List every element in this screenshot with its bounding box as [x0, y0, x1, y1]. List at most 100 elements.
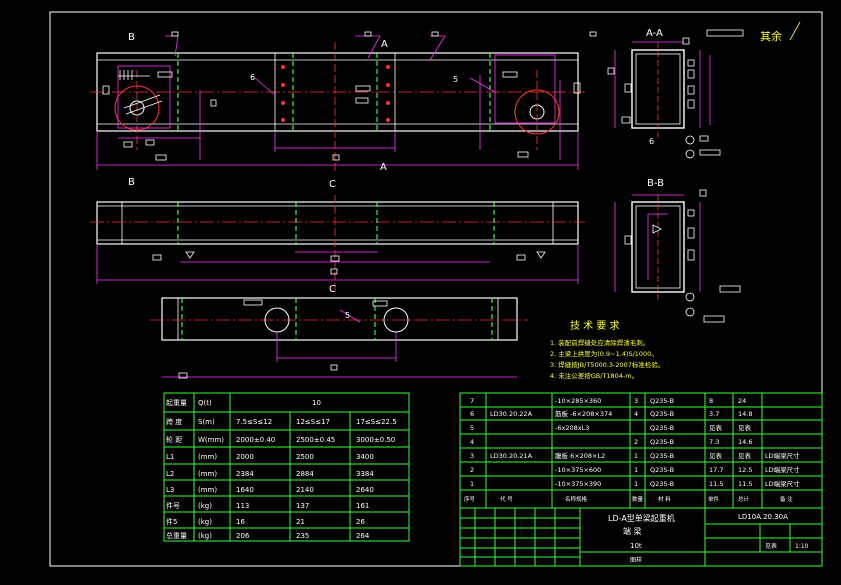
- bom-header-cell: 名称规格: [565, 495, 588, 503]
- bom-cell: 7.3: [709, 438, 719, 446]
- param-cell: (kg): [198, 502, 212, 510]
- param-cell: L2: [166, 470, 174, 478]
- param-cell: 件5: [166, 517, 177, 526]
- param-cell: S(m): [198, 418, 215, 426]
- param-cell: 16: [236, 518, 245, 526]
- bom-header-cell: 单件: [708, 495, 720, 503]
- section-title-b-b: B-B: [647, 178, 664, 189]
- param-cell: 3384: [356, 470, 374, 478]
- bom-cell: LD30.20.22A: [490, 410, 533, 418]
- param-cell: 2000±0.40: [236, 436, 275, 444]
- bom-cell: Q235-B: [650, 397, 674, 405]
- bom-cell: 11.5: [709, 480, 723, 488]
- bom-cell: 4: [634, 410, 638, 418]
- callout-5-a: 5: [453, 75, 458, 84]
- bom-cell: 3: [634, 397, 638, 405]
- param-cell: (kg): [198, 532, 212, 540]
- bom-cell: 14.8: [738, 410, 752, 418]
- technical-requirements: 技 术 要 求 1. 装配前焊缝处应清除焊渣毛刺。 2. 主梁上拱度为(0.9~…: [550, 319, 664, 380]
- param-cell: 21: [296, 518, 305, 526]
- title-name-3: 10t: [630, 542, 642, 550]
- param-cell: 26: [356, 518, 365, 526]
- section-a-a: A-A 6 其余: [607, 21, 801, 159]
- bom-cell: 见表: [709, 423, 723, 432]
- param-cell: 161: [356, 502, 369, 510]
- param-header-1: Q(t): [198, 399, 212, 407]
- bom-cell: 1: [470, 480, 474, 488]
- callout-5-b: 5: [345, 311, 350, 320]
- tech-title: 技 术 要 求: [570, 319, 620, 332]
- bom-cell: 3: [470, 452, 474, 460]
- bom-cell: -10×285×360: [555, 397, 601, 405]
- section-b-b: B-B: [614, 178, 741, 323]
- company-cell: 图样: [630, 556, 642, 564]
- bom-cell: Q235-B: [650, 438, 674, 446]
- bom-cell: 17.7: [709, 466, 723, 474]
- param-cell: 件号: [166, 501, 180, 510]
- section-mark-a-top: A: [381, 39, 388, 50]
- param-cell: 264: [356, 532, 370, 540]
- bom-cell: 4: [470, 438, 474, 446]
- bom-cell: 3.7: [709, 410, 719, 418]
- param-cell: 7.5≤S≤12: [236, 418, 272, 426]
- bom-cell: LD30.20.21A: [490, 452, 533, 460]
- param-cell: W(mm): [198, 436, 224, 444]
- param-cell: 235: [296, 532, 309, 540]
- bom-header-cell: 序号: [464, 495, 476, 503]
- param-cell: 137: [296, 502, 309, 510]
- tech-line-3: 3. 焊缝按JB/T5000.3-2007标准检验。: [550, 360, 664, 369]
- param-cell: (mm): [198, 486, 217, 494]
- section-mark-a-bottom: A: [380, 162, 387, 173]
- section-mark-c: C: [329, 179, 336, 190]
- tech-line-2: 2. 主梁上拱度为(0.9~1.4)S/1000。: [550, 349, 658, 358]
- bom-cell: 14.6: [738, 438, 752, 446]
- bom-cell: 6: [470, 410, 474, 418]
- callout-6-b: 6: [649, 137, 654, 146]
- bom-cell: 1: [634, 480, 638, 488]
- tech-line-1: 1. 装配前焊缝处应清除焊渣毛刺。: [550, 338, 649, 347]
- bom-cell: 腹板 6×208×L2: [555, 451, 605, 460]
- param-cell: 2500: [296, 453, 314, 461]
- bom-cell: 5: [470, 424, 474, 432]
- drawing-frame: [49, 11, 823, 567]
- bom-header-cell: 材 料: [658, 495, 671, 503]
- bom-cell: -6x208xL3: [555, 424, 589, 432]
- bom-cell: Q235-B: [650, 466, 674, 474]
- bom-cell: Q235-B: [650, 480, 674, 488]
- bom-cell: Q235-B: [650, 410, 674, 418]
- bom-cell: LD端梁尺寸: [765, 465, 800, 474]
- weight-cell: 见表: [765, 542, 777, 550]
- param-cell: L1: [166, 453, 174, 461]
- bottom-view: 5: [150, 297, 528, 379]
- param-cell: 2140: [296, 486, 314, 494]
- bom-cell: Q235-B: [650, 424, 674, 432]
- bom-cell: -10×375×600: [555, 466, 601, 474]
- bom-cell: 见表: [738, 451, 752, 460]
- bom-cell: LD端梁尺寸: [765, 451, 800, 460]
- param-cell: 12≤S≤17: [296, 418, 330, 426]
- bom-cell: -10×375×390: [555, 480, 601, 488]
- param-cell: 113: [236, 502, 249, 510]
- param-cell: 跨 度: [166, 417, 182, 426]
- title-name-1: LD-A型单梁起重机: [608, 513, 675, 523]
- title-name-2: 端 梁: [623, 526, 642, 536]
- front-view: B A 6 5 A C B: [90, 31, 597, 190]
- param-cell: (mm): [198, 453, 217, 461]
- tech-line-4: 4. 未注公差按GB/T1804-m。: [550, 371, 638, 380]
- param-header-2: 10: [312, 399, 321, 407]
- section-mark-b-top: B: [128, 32, 135, 43]
- bom-cell: 11.5: [738, 480, 752, 488]
- param-cell: 3400: [356, 453, 374, 461]
- bom-header-cell: 数量: [632, 495, 644, 503]
- param-cell: 1640: [236, 486, 254, 494]
- surface-roughness-note: 其余: [760, 29, 782, 43]
- bom-cell: 1: [634, 452, 638, 460]
- bom-cell: 12.5: [738, 466, 752, 474]
- param-cell: 2884: [296, 470, 314, 478]
- param-cell: 17≤S≤22.5: [356, 418, 397, 426]
- bom-cell: 7: [470, 397, 474, 405]
- param-cell: 2500±0.45: [296, 436, 335, 444]
- bom-cell: 24: [738, 397, 746, 405]
- param-cell: 206: [236, 532, 250, 540]
